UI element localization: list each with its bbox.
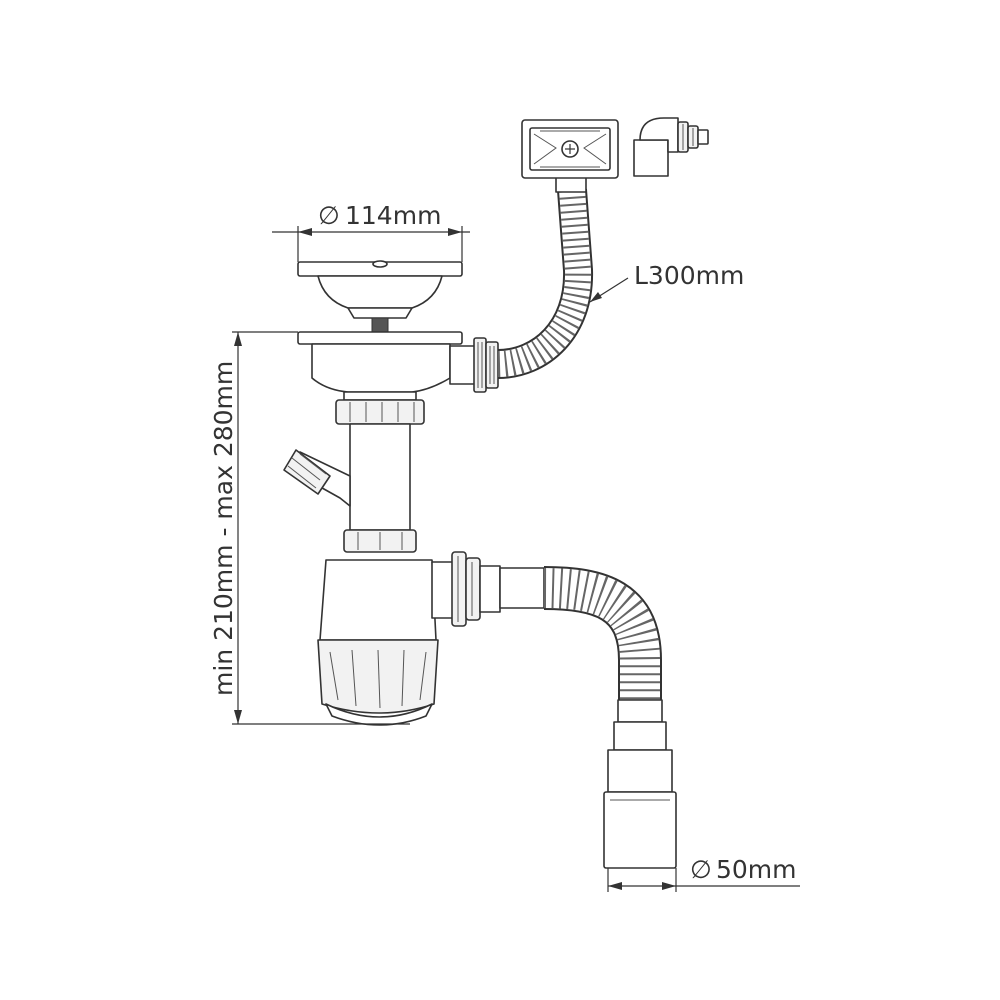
strainer-diameter-label: 114mm [345, 201, 441, 230]
outlet-diameter-label: 50mm [716, 855, 797, 884]
height-range-label: min 210mm - max 280mm [209, 361, 238, 696]
elbow-connector-icon [633, 117, 709, 177]
tailpiece-pipe [283, 423, 417, 553]
strainer-basket [297, 260, 463, 333]
height-dimension: min 210mm - max 280mm [209, 331, 410, 725]
flange-nut [335, 391, 425, 425]
overflow-hose: L300mm [497, 175, 744, 379]
hose-length-label: L300mm [634, 261, 744, 290]
overflow-grille-icon [521, 119, 619, 179]
strainer-diameter-dimension: ∅ 114mm [272, 201, 470, 262]
diameter-symbol-outlet: ∅ [690, 855, 712, 884]
outlet-diameter-dimension: ∅ 50mm [607, 855, 800, 892]
sink-flange [297, 331, 499, 393]
outlet-corrugated-hose [543, 566, 677, 869]
diameter-symbol: ∅ [318, 201, 340, 230]
bottle-trap [317, 551, 545, 726]
